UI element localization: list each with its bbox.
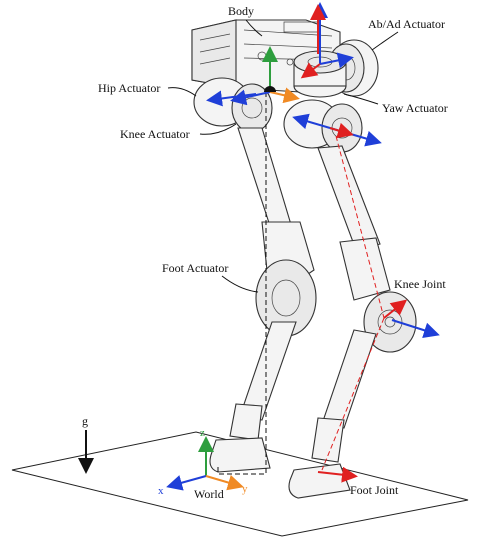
leader-foot-actuator [221, 275, 259, 293]
hip-y-axis [292, 113, 331, 130]
label-body: Body [228, 4, 254, 18]
label-foot-joint: Foot Joint [350, 483, 399, 497]
label-world: World [194, 487, 224, 501]
label-hip-actuator: Hip Actuator [98, 81, 160, 95]
label-knee-joint: Knee Joint [394, 277, 446, 291]
label-foot-actuator: Foot Actuator [162, 261, 228, 275]
body-x-axis [230, 89, 271, 106]
label-ab-ad-actuator: Ab/Ad Actuator [368, 17, 445, 31]
world-y-label: y [242, 483, 248, 495]
yaw-actuator [293, 50, 347, 98]
label-yaw-actuator: Yaw Actuator [382, 101, 448, 115]
leader-hip [167, 87, 197, 97]
world-x-label: x [158, 485, 164, 497]
abad-x-axis [319, 52, 354, 69]
dashed-projection [217, 92, 267, 475]
left-leg [209, 127, 317, 473]
leader-knee-actuator [199, 123, 237, 135]
body-origin-marker [264, 86, 276, 92]
world-z-label: z [200, 427, 205, 439]
foot-red-axis [317, 466, 358, 483]
knee-x-axis [391, 319, 440, 338]
leader-yaw [343, 93, 379, 105]
world-y-axis [205, 474, 244, 491]
hip-red-axis [329, 122, 354, 139]
leader-body [245, 19, 263, 37]
abad-y-axis [300, 62, 321, 79]
gravity-label: g [82, 414, 88, 428]
dashed-leg-axis [335, 135, 385, 319]
world-x-axis [166, 475, 207, 491]
dashed-shank-axis [321, 317, 385, 471]
body-y-axis [269, 87, 300, 104]
knee-red-axis [383, 299, 408, 319]
hip-left-axis [206, 90, 257, 107]
hip-actuator-left [193, 77, 273, 133]
leader-ab-ad [371, 31, 399, 51]
label-knee-actuator: Knee Actuator [120, 127, 190, 141]
